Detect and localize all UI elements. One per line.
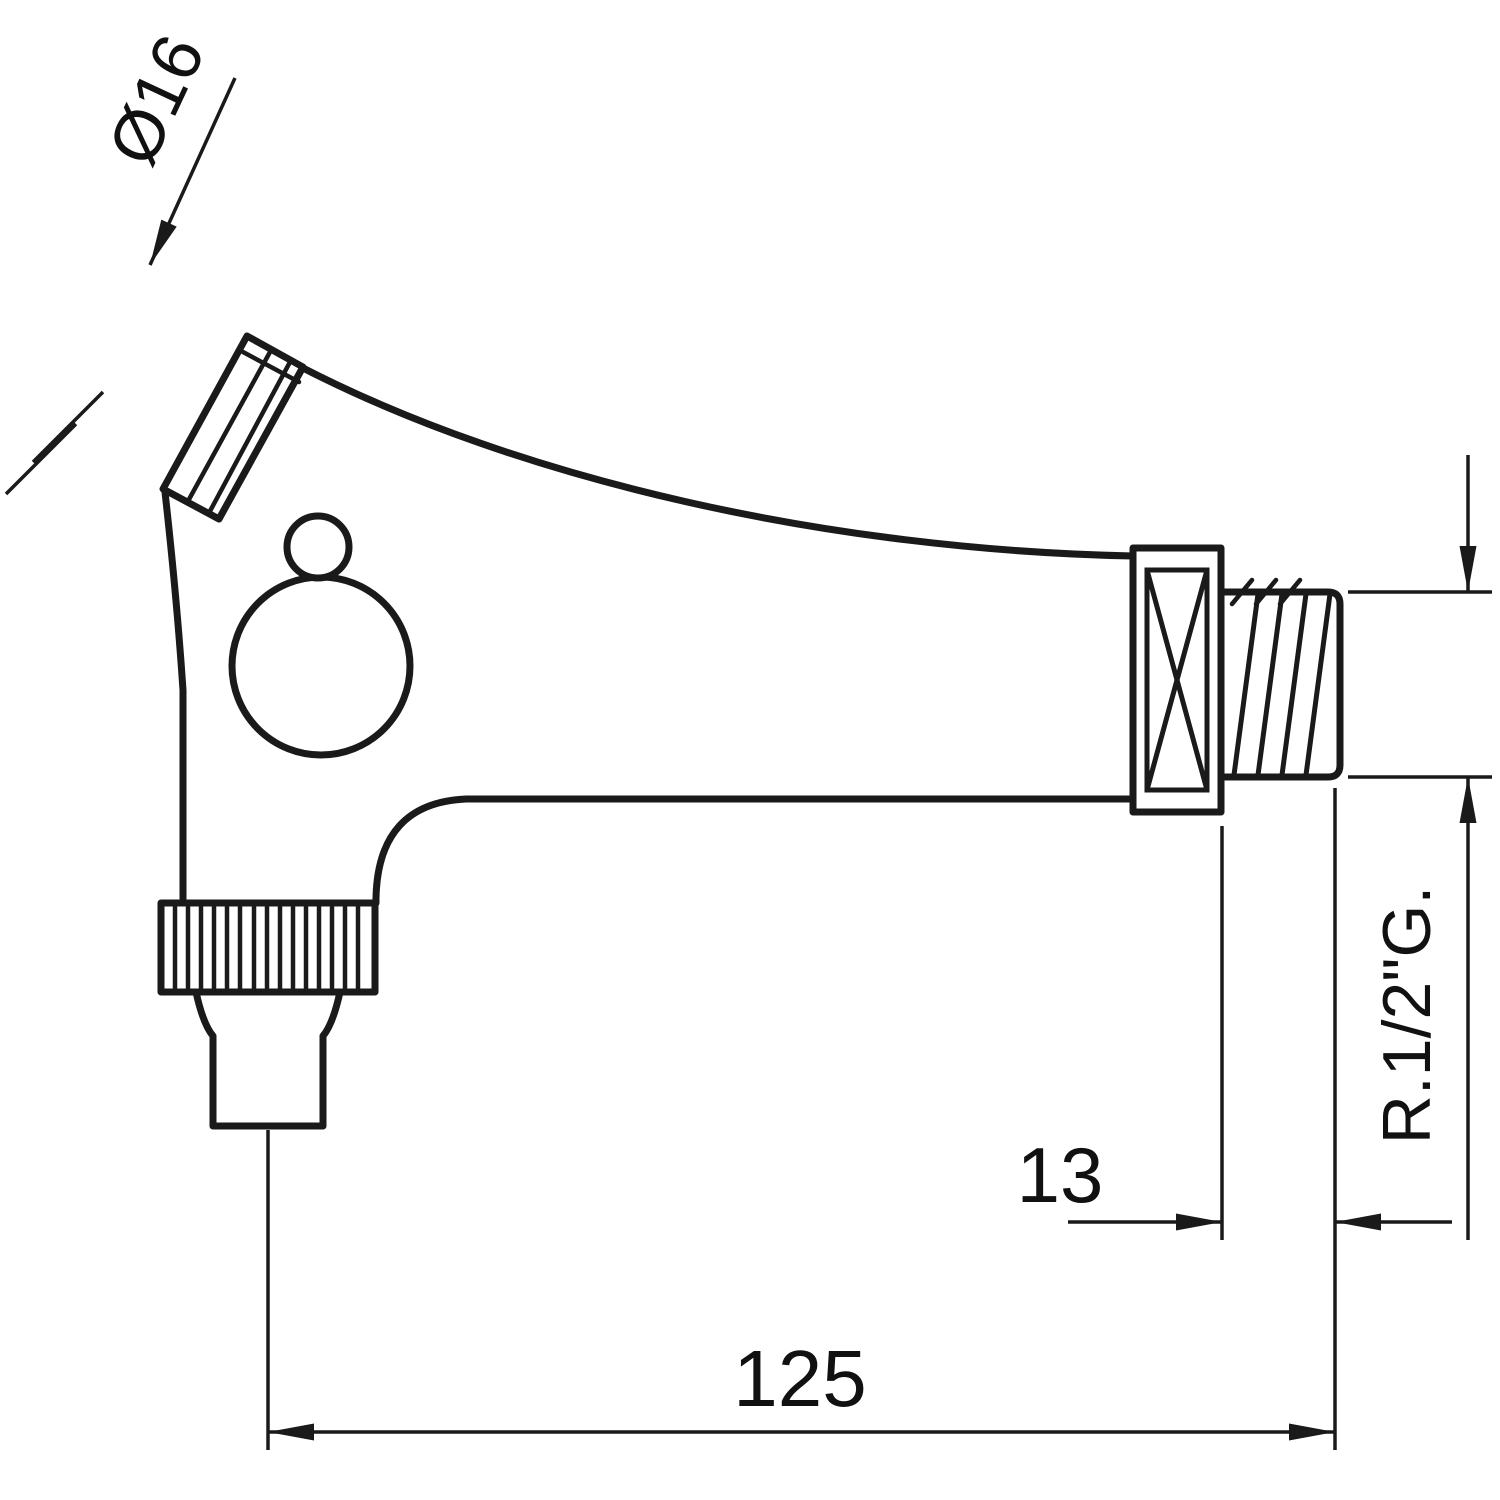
offset-arrowhead-left: [1176, 1213, 1222, 1231]
length-arrowhead-left: [268, 1423, 314, 1441]
handle-hub: [283, 512, 353, 582]
thread-extension-lines: [1348, 590, 1492, 779]
knurled-ring: [157, 899, 379, 996]
length-label: 125: [733, 1334, 866, 1423]
body-bottom-edge: [372, 795, 1137, 907]
thread-lines: [1231, 593, 1333, 776]
thread-spec-label: R.1/2"G.: [1369, 886, 1445, 1144]
length-dimension: 125: [266, 788, 1337, 1450]
left-pipe-outer-edge: [161, 488, 187, 907]
diameter-arrowhead: [150, 219, 177, 265]
length-arrowhead-right: [1289, 1423, 1335, 1441]
thread-runout-ticks: [1229, 577, 1303, 607]
offset-dimension: 13: [1017, 826, 1452, 1240]
offset-label: 13: [1017, 1131, 1104, 1219]
knurl-lines: [172, 904, 361, 991]
flange-hatch-cross: [1144, 569, 1210, 791]
ball-joint: [228, 573, 414, 759]
offset-arrowhead-right: [1335, 1213, 1381, 1231]
handle-facet-lines: [184, 349, 302, 516]
flange-hatch-box: [1144, 567, 1210, 793]
thread-spec-dimension: R.1/2"G.: [1348, 455, 1492, 1240]
handle: [159, 332, 307, 523]
outlet-nozzle: [192, 988, 344, 1130]
thread-arrowhead-bottom: [1459, 777, 1477, 823]
thread-outline: [1217, 588, 1344, 781]
dimension-annotations: Ø16 R.1/2"G. 13: [4, 23, 1492, 1450]
diameter-extension-ticks: [4, 390, 105, 496]
wall-flange: [1129, 544, 1225, 816]
spout-top-edge: [297, 363, 1137, 560]
thread-arrowhead-top: [1459, 546, 1477, 592]
faucet-body: [157, 332, 1344, 1130]
